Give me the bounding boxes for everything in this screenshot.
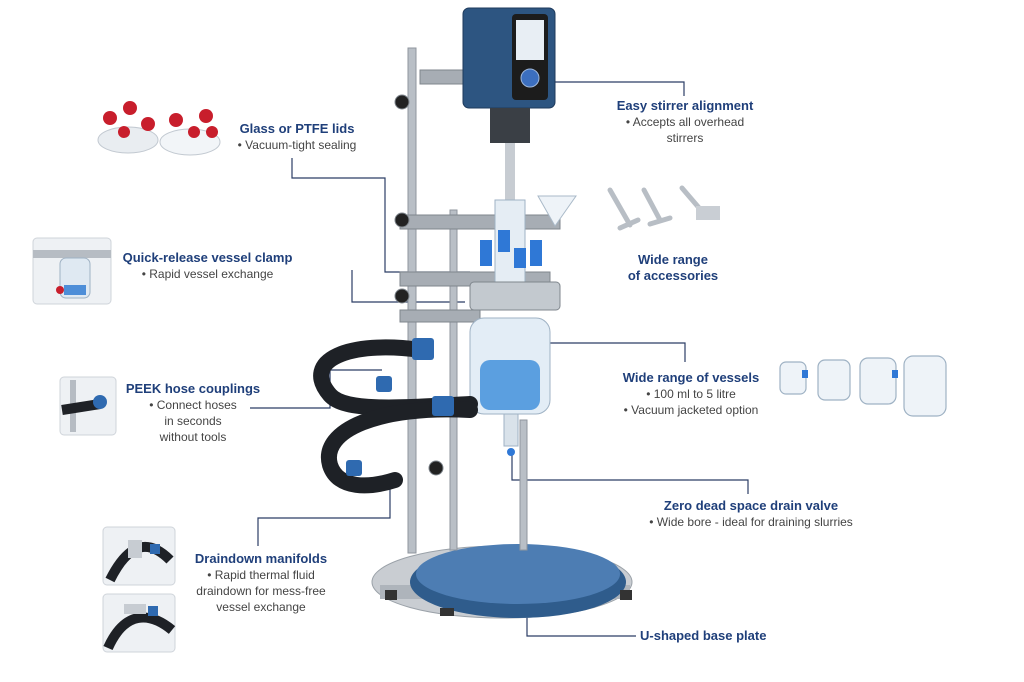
base-plate	[371, 544, 633, 619]
callout-stirrer-line-1: • Accepts all overhead	[625, 115, 745, 129]
callout-stirrer: Easy stirrer alignment • Accepts all ove…	[605, 98, 765, 146]
callout-stirrer-title: Easy stirrer alignment	[616, 98, 754, 113]
callout-accessories: Wide range of accessories	[608, 252, 738, 284]
leader-vessels	[530, 342, 686, 362]
callout-lids-line-1: • Vacuum-tight sealing	[237, 138, 357, 152]
callout-manifold-line-3: vessel exchange	[216, 600, 306, 614]
hose-couplings	[346, 338, 454, 476]
overhead-stirrer	[462, 7, 556, 203]
callout-base: U-shaped base plate	[640, 628, 800, 644]
callout-accessories-line-2: of accessories	[627, 268, 719, 283]
callout-vessels-line-1: • 100 ml to 5 litre	[646, 387, 736, 401]
callout-vessels: Wide range of vessels • 100 ml to 5 litr…	[606, 370, 776, 418]
leader-clamp	[351, 270, 465, 303]
lid-and-ports	[469, 195, 577, 311]
callout-manifold-title: Draindown manifolds	[194, 551, 328, 566]
hoses	[313, 339, 478, 494]
callout-manifold: Draindown manifolds • Rapid thermal flui…	[186, 551, 336, 615]
manifold-thumbnail-icon	[102, 526, 176, 653]
callout-accessories-line-1: Wide range	[638, 252, 708, 267]
callout-hose-line-1: • Connect hoses	[149, 398, 237, 412]
clamp-thumbnail-icon	[32, 237, 112, 305]
callout-lids: Glass or PTFE lids • Vacuum-tight sealin…	[222, 121, 372, 153]
reaction-vessel	[469, 317, 551, 456]
callout-hose-title: PEEK hose couplings	[125, 381, 261, 396]
callout-vessels-title: Wide range of vessels	[622, 370, 760, 385]
vessel-set-icon	[779, 355, 947, 417]
callout-drain: Zero dead space drain valve • Wide bore …	[636, 498, 866, 530]
callout-vessels-line-2: • Vacuum jacketed option	[623, 403, 759, 417]
callout-stirrer-line-2: stirrers	[666, 131, 704, 145]
callout-manifold-line-2: draindown for mess-free	[196, 584, 326, 598]
leader-drain	[511, 452, 749, 494]
callout-manifold-line-1: • Rapid thermal fluid	[207, 568, 315, 582]
callout-hose-line-3: without tools	[159, 430, 227, 444]
callout-base-title: U-shaped base plate	[640, 628, 767, 643]
callout-clamp-title: Quick-release vessel clamp	[122, 250, 293, 265]
lid-thumbnail-icon	[97, 101, 221, 156]
stirrer-paddles-icon	[607, 185, 720, 231]
callout-hose: PEEK hose couplings • Connect hoses in s…	[118, 381, 268, 445]
hose-coupling-thumbnail-icon	[59, 376, 117, 436]
callout-clamp: Quick-release vessel clamp • Rapid vesse…	[115, 250, 300, 282]
callout-drain-title: Zero dead space drain valve	[663, 498, 839, 513]
callout-lids-title: Glass or PTFE lids	[239, 121, 355, 136]
callout-drain-line-1: • Wide bore - ideal for draining slurrie…	[649, 515, 853, 529]
leader-manifold	[257, 480, 391, 546]
callout-hose-line-2: in seconds	[164, 414, 222, 428]
leader-stirrer	[555, 81, 685, 96]
callout-clamp-line-1: • Rapid vessel exchange	[141, 267, 274, 281]
